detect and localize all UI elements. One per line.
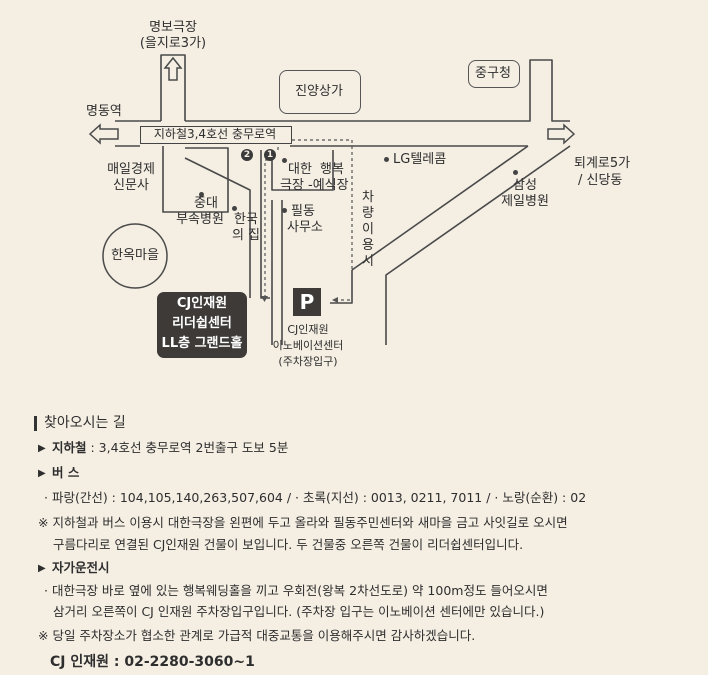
note1-line1: ※ 지하철과 버스 이용시 대한극장을 왼편에 두고 올라와 필동주민센터와 새… bbox=[38, 515, 568, 530]
bus-title: 버 스 bbox=[52, 465, 80, 480]
label-myeongdong: 명동역 bbox=[86, 104, 122, 119]
subway-label: 지하철3,4호선 충무로역 bbox=[153, 127, 277, 141]
note1-line2: 구름다리로 연결된 CJ인재원 건물이 보입니다. 두 건물중 오른쪽 건물이 … bbox=[53, 537, 524, 552]
cj-box-line-1: CJ인재원 bbox=[176, 296, 228, 311]
road-center-block bbox=[271, 150, 334, 191]
label-samsung-2: 제일병원 bbox=[501, 194, 549, 209]
lg-dot bbox=[384, 157, 389, 162]
label-toegye-2: / 신당동 bbox=[578, 173, 623, 188]
exit-1-badge: 1 bbox=[264, 149, 276, 161]
label-daehan-1: 대한 bbox=[288, 162, 312, 177]
arrow-north bbox=[163, 56, 183, 81]
jinyang-box bbox=[279, 70, 361, 114]
road-middle-lane-2 bbox=[260, 150, 270, 299]
label-euljiro: (을지로3가) bbox=[139, 36, 207, 51]
label-jinyang: 진양상가 bbox=[295, 84, 343, 99]
label-parking-1: CJ인재원 bbox=[287, 323, 329, 336]
note2: ※ 당일 주차장소가 협소한 관계로 가급적 대중교통을 이용해주시면 감사하겠… bbox=[38, 628, 476, 643]
subway-row: 지하철 : 3,4호선 충무로역 2번출구 도보 5분 bbox=[52, 440, 288, 456]
label-toegye-1: 퇴계로5가 bbox=[574, 156, 631, 171]
road-vertical-right bbox=[330, 270, 353, 304]
subway-title: 지하철 bbox=[52, 440, 87, 455]
hanguk-dot bbox=[232, 206, 237, 211]
junggu-box bbox=[468, 60, 520, 88]
jungdae-dot bbox=[199, 192, 204, 197]
label-junggu: 중구청 bbox=[475, 66, 511, 81]
label-parking-3: (주차장입구) bbox=[278, 355, 338, 368]
car-line1: · 대한극장 바로 옆에 있는 행복웨딩홀을 끼고 우회전(왕복 2차선도로) … bbox=[44, 583, 548, 598]
label-hanguk-2: 의 집 bbox=[231, 228, 261, 243]
cj-box-line-2: 리더쉽센터 bbox=[172, 316, 232, 331]
hanok-circle bbox=[102, 223, 168, 289]
bus-routes: · 파랑(간선) : 104,105,140,263,507,604 / · 초… bbox=[44, 490, 587, 505]
cj-leadership-center: CJ인재원 리더쉽센터 LL층 그랜드홀 bbox=[157, 292, 247, 358]
road-north bbox=[160, 54, 186, 121]
label-vehicle-2: 량 bbox=[362, 206, 374, 221]
label-maeil-2: 신문사 bbox=[113, 178, 149, 193]
car-line2: 삼거리 오른쪽이 CJ 인재원 주차장입구입니다. (주차장 입구는 이노베이션… bbox=[53, 604, 545, 619]
samsung-dot bbox=[513, 170, 518, 175]
arrow-walk-2 bbox=[332, 297, 338, 303]
label-vehicle-5: 시 bbox=[362, 254, 374, 269]
heading-bar bbox=[34, 416, 37, 431]
label-parking-2: 이노베이션센터 bbox=[272, 339, 344, 352]
label-pildong-2: 사무소 bbox=[287, 220, 323, 235]
car-bullet: ▶ bbox=[38, 563, 46, 574]
label-samsung-1: 삼성 bbox=[513, 178, 537, 193]
arrow-walk-1 bbox=[261, 296, 268, 302]
label-vehicle-4: 용 bbox=[362, 238, 374, 253]
label-maeil-1: 매일경제 bbox=[107, 162, 155, 177]
directions-heading: 찾아오시는 길 bbox=[44, 415, 126, 431]
road-diagonal-upper bbox=[351, 145, 529, 271]
pildong-dot bbox=[282, 208, 287, 213]
parking-icon: P bbox=[293, 288, 321, 316]
subway-label-box bbox=[140, 126, 292, 144]
label-pildong-1: 필동 bbox=[291, 204, 315, 219]
subway-text: : 3,4호선 충무로역 2번출구 도보 5분 bbox=[86, 440, 289, 455]
daehan-dot bbox=[282, 158, 287, 163]
label-hanguk-1: 한국 bbox=[234, 212, 258, 227]
label-daehan-2: 극장 bbox=[280, 178, 304, 193]
label-vehicle-1: 차 bbox=[362, 190, 374, 205]
exit-2-badge: 2 bbox=[241, 149, 253, 161]
road-pildong-lane bbox=[271, 200, 283, 345]
road-diagonal-lower bbox=[385, 145, 571, 345]
label-haengbok-2: -예식장 bbox=[308, 178, 349, 193]
label-vehicle-3: 이 bbox=[362, 222, 374, 237]
arrow-west bbox=[88, 123, 119, 145]
road-middle-lane bbox=[184, 157, 251, 298]
subway-bullet: ▶ bbox=[38, 443, 46, 454]
map-drawing bbox=[88, 54, 576, 345]
label-jungdae-2: 부속병원 bbox=[176, 212, 224, 227]
label-jungdae-1: 중대 bbox=[194, 196, 218, 211]
bus-bullet: ▶ bbox=[38, 468, 46, 479]
road-left-lane bbox=[162, 146, 229, 213]
phone-line: CJ 인재원 : 02-2280-3060~1 bbox=[50, 654, 255, 670]
car-title: 자가운전시 bbox=[52, 560, 110, 575]
cj-box-line-3: LL층 그랜드홀 bbox=[161, 336, 243, 351]
road-main-north-edge bbox=[115, 59, 570, 122]
label-lg: LG텔레콤 bbox=[393, 152, 447, 167]
label-myeongbo: 명보극장 bbox=[149, 20, 197, 35]
arrow-east bbox=[547, 123, 576, 145]
label-haengbok-1: 행복 bbox=[320, 162, 344, 177]
label-hanok: 한옥마을 bbox=[111, 248, 159, 263]
